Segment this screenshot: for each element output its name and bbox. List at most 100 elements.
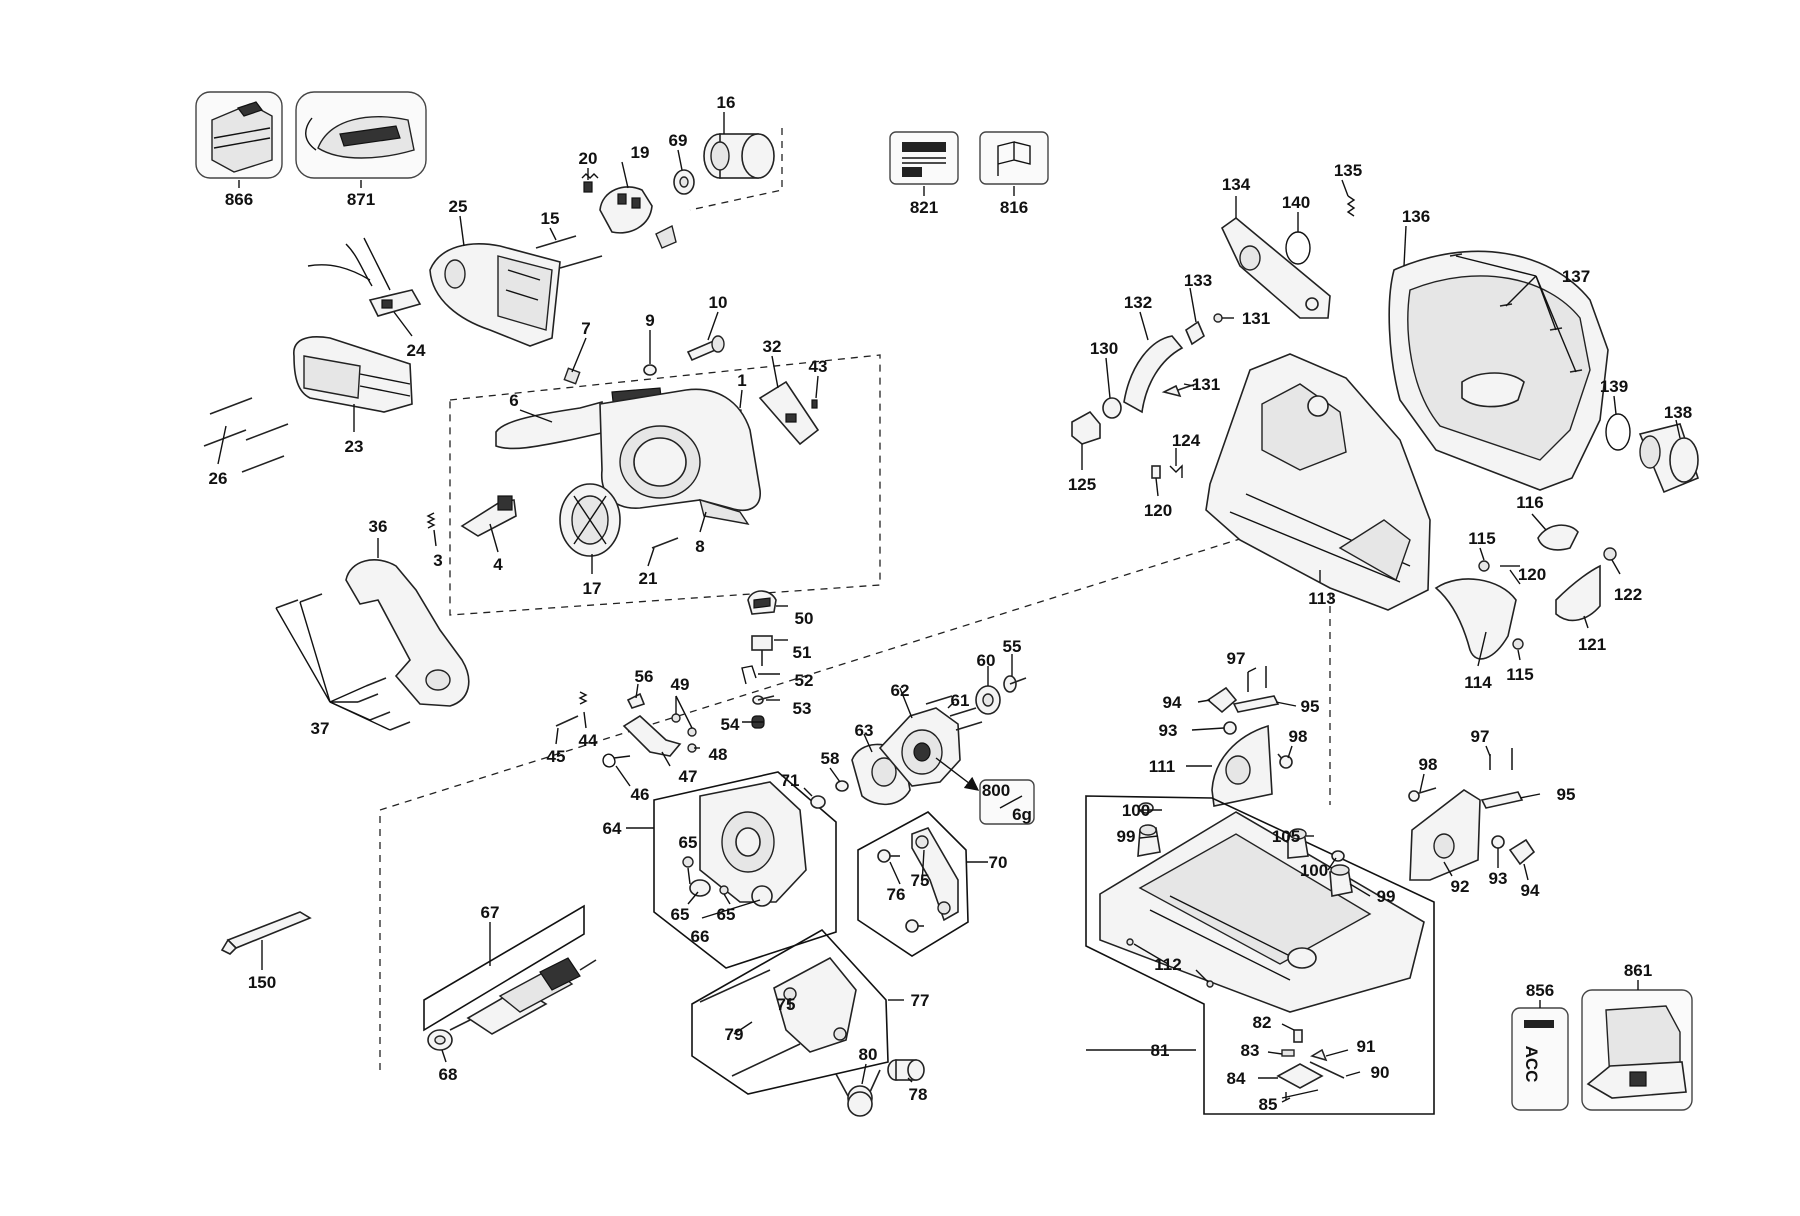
label-80: 80 <box>859 1045 878 1064</box>
label-16: 16 <box>717 93 736 112</box>
screws-26 <box>203 397 289 473</box>
knob-105 <box>1287 828 1309 859</box>
screw-91 <box>1310 1048 1328 1062</box>
label-53: 53 <box>793 699 812 718</box>
label-77: 77 <box>911 991 930 1010</box>
screws-37 <box>275 593 411 731</box>
label-10: 10 <box>709 293 728 312</box>
label-9: 9 <box>645 311 654 330</box>
battery-pack-866 <box>195 91 283 179</box>
label-85: 85 <box>1259 1095 1278 1114</box>
label-113: 113 <box>1308 589 1335 608</box>
label-98a: 98 <box>1289 727 1308 746</box>
label-150: 150 <box>248 973 276 992</box>
label-133: 133 <box>1184 271 1212 290</box>
o-ring-58 <box>835 780 849 792</box>
label-91: 91 <box>1357 1037 1376 1056</box>
washer-9 <box>643 364 657 376</box>
knob-94b <box>1508 838 1536 866</box>
carry-case-861 <box>1581 989 1693 1111</box>
label-17: 17 <box>583 579 602 598</box>
label-58: 58 <box>821 749 840 768</box>
label-8: 8 <box>695 537 704 556</box>
label-136: 136 <box>1402 207 1430 226</box>
label-50: 50 <box>795 609 814 628</box>
bushing-78 <box>887 1059 925 1081</box>
label-871: 871 <box>347 190 375 209</box>
label-97a: 97 <box>1227 649 1246 668</box>
spring-135 <box>1346 195 1356 217</box>
knob-99a <box>1137 824 1161 857</box>
label-93a: 93 <box>1159 721 1178 740</box>
plate-84 <box>1276 1063 1324 1089</box>
label-131b: 131 <box>1192 375 1220 394</box>
label-111: 111 <box>1149 757 1176 776</box>
screw-21 <box>651 537 679 549</box>
label-43: 43 <box>809 357 828 376</box>
label-65a: 65 <box>679 833 698 852</box>
label-75b: 75 <box>777 995 796 1014</box>
label-6: 6 <box>509 391 518 410</box>
bar-95a <box>1232 695 1280 713</box>
bolt-97a <box>1247 666 1267 692</box>
label-48: 48 <box>709 745 728 764</box>
label-6g: 6g <box>1012 805 1032 824</box>
pins-133 <box>1185 313 1223 346</box>
label-122: 122 <box>1614 585 1642 604</box>
pins-49 <box>671 713 697 737</box>
part-labels: 866 871 821 816 16 69 19 20 25 15 24 23 … <box>209 93 1693 1114</box>
label-65c: 65 <box>717 905 736 924</box>
hex-key-150 <box>220 911 312 955</box>
battery-receptacle-23 <box>293 336 413 413</box>
label-20: 20 <box>579 149 598 168</box>
label-100a: 100 <box>1122 801 1150 820</box>
label-138: 138 <box>1664 403 1692 422</box>
grease-box <box>935 757 1035 825</box>
screws-61 <box>925 695 983 731</box>
label-62: 62 <box>891 681 910 700</box>
screw-115b <box>1512 638 1524 650</box>
label-70: 70 <box>989 853 1008 872</box>
nut-7 <box>563 367 581 385</box>
label-116: 116 <box>1516 493 1543 512</box>
bearing-69 <box>673 169 695 195</box>
label-120b: 120 <box>1518 565 1546 584</box>
label-112: 112 <box>1154 955 1181 974</box>
knob-125 <box>1071 410 1101 445</box>
button-51 <box>751 635 773 666</box>
bolt-98b <box>1408 787 1437 802</box>
label-1: 1 <box>737 371 746 390</box>
spring-3 <box>426 512 436 529</box>
label-115a: 115 <box>1468 529 1495 548</box>
nut-83 <box>1281 1049 1295 1057</box>
screw-115a <box>1478 560 1490 572</box>
knob-94a <box>1206 686 1238 714</box>
bolt-98a <box>1277 753 1293 769</box>
label-21: 21 <box>639 569 658 588</box>
screws-112 <box>1126 938 1214 988</box>
label-121: 121 <box>1578 635 1606 654</box>
label-47: 47 <box>679 767 698 786</box>
label-46: 46 <box>631 785 650 804</box>
upper-guard-136 <box>1388 250 1609 491</box>
washer-68 <box>427 1029 453 1051</box>
label-94a: 94 <box>1163 693 1182 712</box>
label-49: 49 <box>671 675 690 694</box>
guard-121 <box>1555 564 1601 622</box>
guard-bracket-134 <box>1220 216 1331 319</box>
label-51: 51 <box>793 643 812 662</box>
bolt-97b <box>1489 748 1513 770</box>
label-124: 124 <box>1172 431 1201 450</box>
label-19: 19 <box>631 143 650 162</box>
pin-53 <box>752 695 775 705</box>
label-7: 7 <box>581 319 590 338</box>
lock-lever-32 <box>758 380 820 446</box>
guard-114 <box>1434 578 1517 660</box>
link-assembly-77 <box>691 928 889 1095</box>
spring-clip-52 <box>741 665 757 685</box>
lower-guard-113 <box>1205 353 1431 611</box>
label-125: 125 <box>1068 475 1096 494</box>
label-61: 61 <box>951 691 970 710</box>
label-66: 66 <box>691 927 710 946</box>
base-plate-81 <box>1085 795 1435 1115</box>
